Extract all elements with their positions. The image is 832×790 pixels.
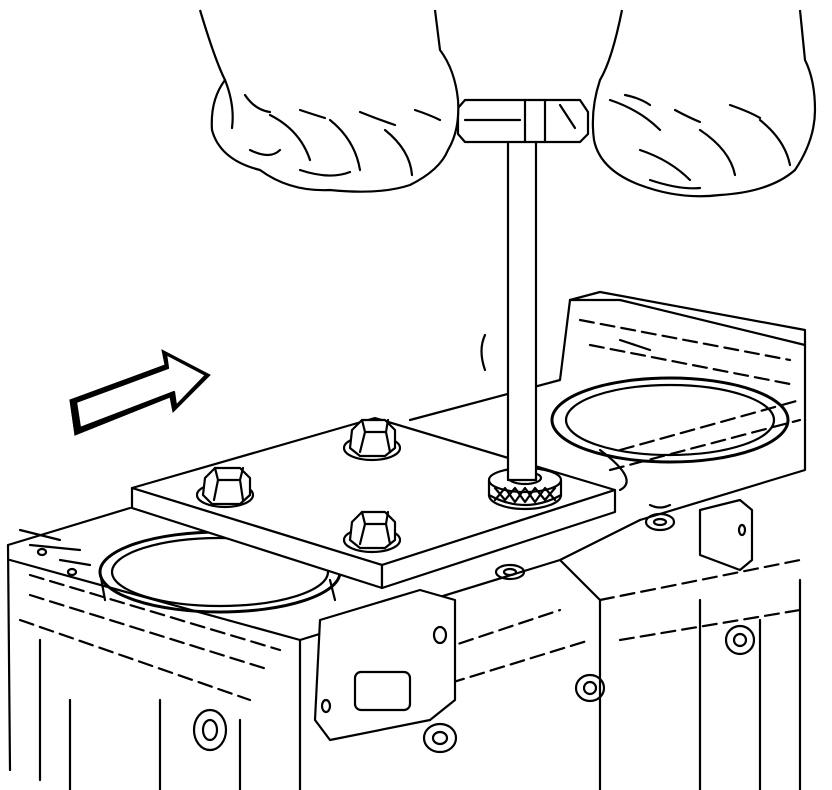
right-hand [591,9,817,198]
bolt-front-center [342,510,402,554]
arrow-icon [69,349,211,437]
left-hand [198,9,460,193]
t-handle-tool [456,98,590,482]
installer-plate [130,416,617,590]
engine-block [6,290,807,790]
bolt-front-left [195,466,255,509]
cylinder-bore-right [550,376,790,492]
bolt-back-right [342,418,402,462]
